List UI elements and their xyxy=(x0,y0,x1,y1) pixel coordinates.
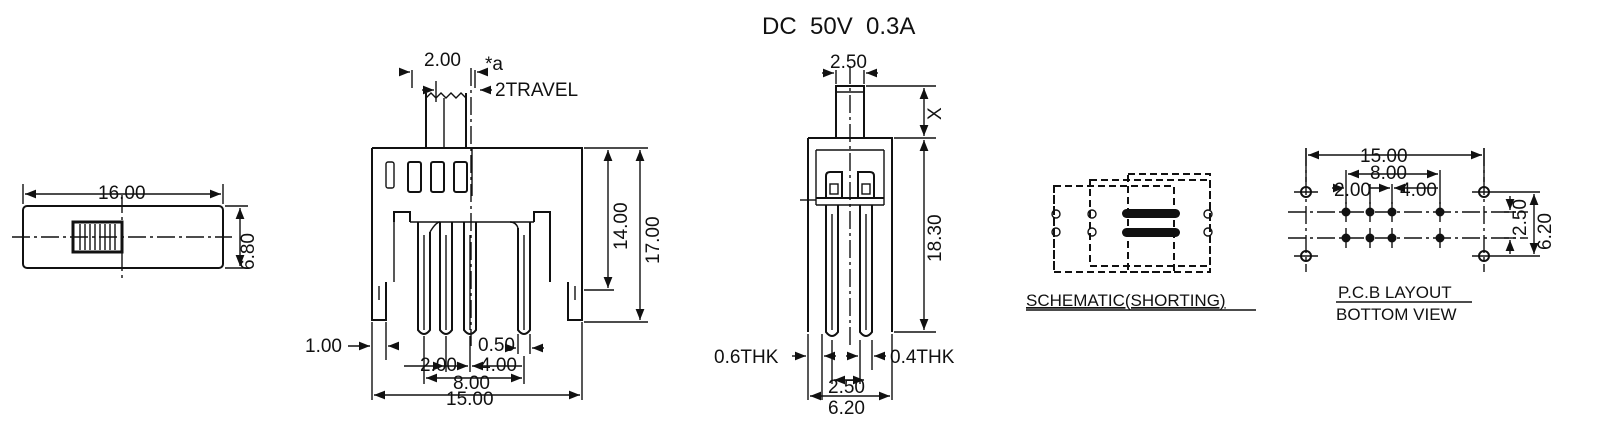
pins xyxy=(417,221,531,335)
actuator-width-dim: 2.00 xyxy=(424,50,461,71)
slider-knob xyxy=(71,220,124,254)
actuator xyxy=(425,92,467,148)
pcb-mount-spacing-dim: 6.20 xyxy=(1535,213,1556,250)
pin-width-dim: 0.50 xyxy=(478,335,515,356)
pcb-caption-line2: BOTTOM VIEW xyxy=(1336,305,1457,324)
frame-thickness-dim: 0.6THK xyxy=(714,347,779,368)
contact-bar-lower xyxy=(1122,228,1180,237)
front-pitch-mid-dim: 4.00 xyxy=(480,355,517,376)
pcb-row-spacing-dim: 2.50 xyxy=(1510,199,1531,236)
travel-label: 2TRAVEL xyxy=(495,80,578,101)
overall-height-dim: 17.00 xyxy=(643,216,664,264)
side-depth-dim: 6.20 xyxy=(828,398,865,419)
mount-holes xyxy=(1294,186,1496,262)
top-width-dim: 16.00 xyxy=(98,183,146,204)
schematic-caption: SCHEMATIC(SHORTING) xyxy=(1026,291,1226,310)
pcb-caption-line1: P.C.B LAYOUT xyxy=(1338,283,1452,302)
top-height-dim: 6.80 xyxy=(238,233,259,270)
front-view: 2.00 *a 2TRAVEL 14.00 17.00 1.00 0.50 xyxy=(305,50,664,410)
pin-holes xyxy=(1341,202,1445,248)
top-view: 16.00 6.80 xyxy=(12,183,259,278)
front-pitch-small-dim: 2.00 xyxy=(420,355,457,376)
leg-width-dim: 1.00 xyxy=(305,336,342,357)
side-pin-spacing-dim: 2.50 xyxy=(828,377,865,398)
front-pitch-span-dim: 8.00 xyxy=(453,373,490,394)
contact-bar-upper xyxy=(1122,209,1180,218)
pcb-width-dim: 15.00 xyxy=(1360,146,1408,167)
pcb-pitch-span-dim: 8.00 xyxy=(1370,163,1407,184)
pin-thickness-dim: 0.4THK xyxy=(890,347,955,368)
pcb-pitch-small-dim: 2.00 xyxy=(1334,180,1371,201)
body-height-dim: 14.00 xyxy=(611,202,632,250)
extension-dim: X xyxy=(925,107,946,120)
rating-label: DC 50V 0.3A xyxy=(762,13,915,40)
pcb-pitch-mid-dim: 4.00 xyxy=(1400,180,1437,201)
side-view: 2.50 X 18.30 0.6THK 0.4THK 2.50 6.20 xyxy=(714,52,955,419)
side-actuator-width-dim: 2.50 xyxy=(830,52,867,73)
side-height-dim: 18.30 xyxy=(925,214,946,262)
actuator-note: *a xyxy=(485,54,503,75)
schematic: SCHEMATIC(SHORTING) xyxy=(1026,173,1256,311)
front-overall-width-dim: 15.00 xyxy=(446,389,494,410)
pcb-layout: 15.00 8.00 2.00 4.00 2.50 6.20 P.C.B LAY… xyxy=(1288,146,1556,324)
